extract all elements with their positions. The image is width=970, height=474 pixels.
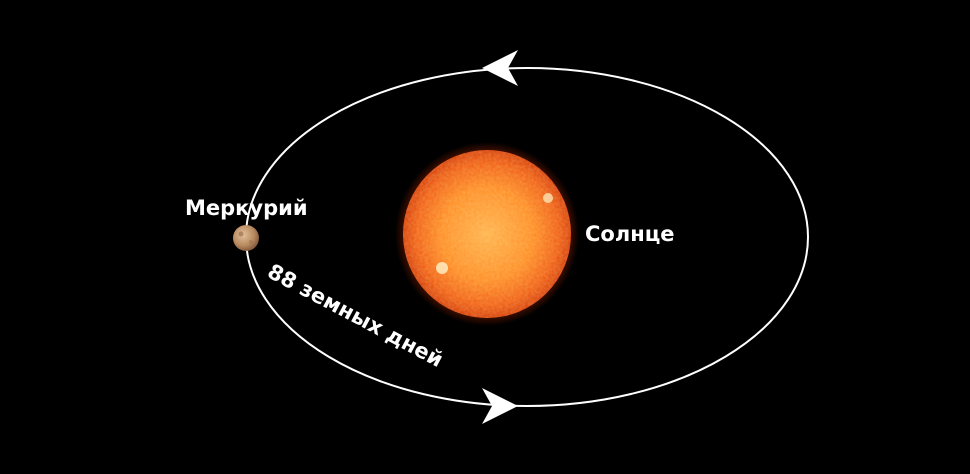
orbit-direction-arrow-bottom bbox=[482, 388, 518, 424]
sun-icon bbox=[395, 142, 579, 326]
mercury-icon bbox=[233, 225, 259, 251]
star-label: Солнце bbox=[585, 222, 675, 246]
orbit-direction-arrow-top bbox=[482, 50, 518, 86]
planet-label: Меркурий bbox=[185, 196, 308, 220]
